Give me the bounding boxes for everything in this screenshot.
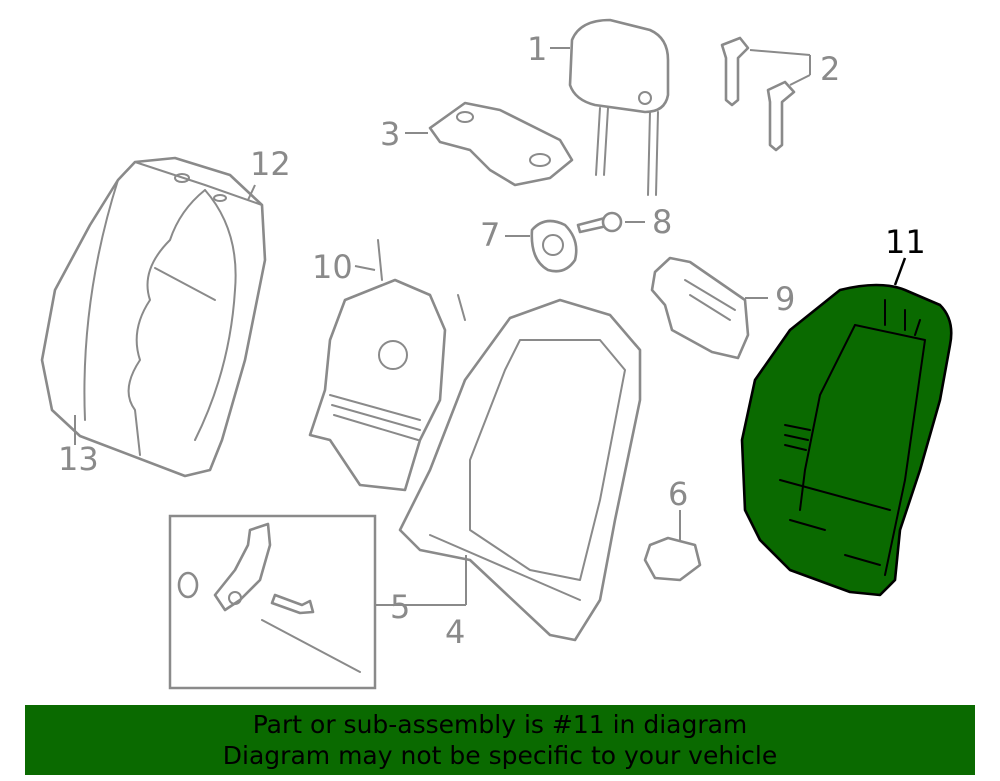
- callout-1: 1: [527, 30, 547, 68]
- sensor-clip: [643, 536, 702, 582]
- cable-guide: [530, 219, 578, 273]
- seat-back-cover: [40, 156, 267, 478]
- headrest: [568, 18, 670, 196]
- top-bracket: [428, 101, 574, 187]
- seat-back-pad: [740, 283, 953, 597]
- banner-line-1: Part or sub-assembly is #11 in diagram: [252, 710, 748, 739]
- callout-12: 12: [250, 145, 291, 183]
- seat-back-frame: [398, 298, 642, 642]
- callout-11: 11: [885, 223, 926, 261]
- callout-7: 7: [480, 216, 500, 254]
- callout-8: 8: [652, 203, 672, 241]
- callout-2: 2: [820, 50, 840, 88]
- headrest-guides: [720, 36, 796, 152]
- callout-labels: 1 2 3 4 5 6 7 8 9 10 11 12 13: [58, 30, 926, 651]
- callout-6: 6: [668, 475, 688, 513]
- info-banner: Part or sub-assembly is #11 in diagram D…: [25, 705, 975, 775]
- bolt: [576, 211, 623, 234]
- callout-4: 4: [445, 613, 465, 651]
- inset-box: [168, 514, 377, 690]
- callout-5: 5: [390, 588, 410, 626]
- callout-10: 10: [312, 248, 353, 286]
- lumbar-support: [308, 239, 466, 492]
- latch-bracket: [650, 256, 750, 360]
- callout-9: 9: [775, 280, 795, 318]
- callout-3: 3: [380, 115, 400, 153]
- banner-line-2: Diagram may not be specific to your vehi…: [222, 741, 778, 770]
- parts-diagram: 1 2 3 4 5 6 7 8 9 10 11 12 13: [40, 18, 953, 690]
- callout-13: 13: [58, 440, 99, 478]
- leader-lines: [74, 47, 907, 606]
